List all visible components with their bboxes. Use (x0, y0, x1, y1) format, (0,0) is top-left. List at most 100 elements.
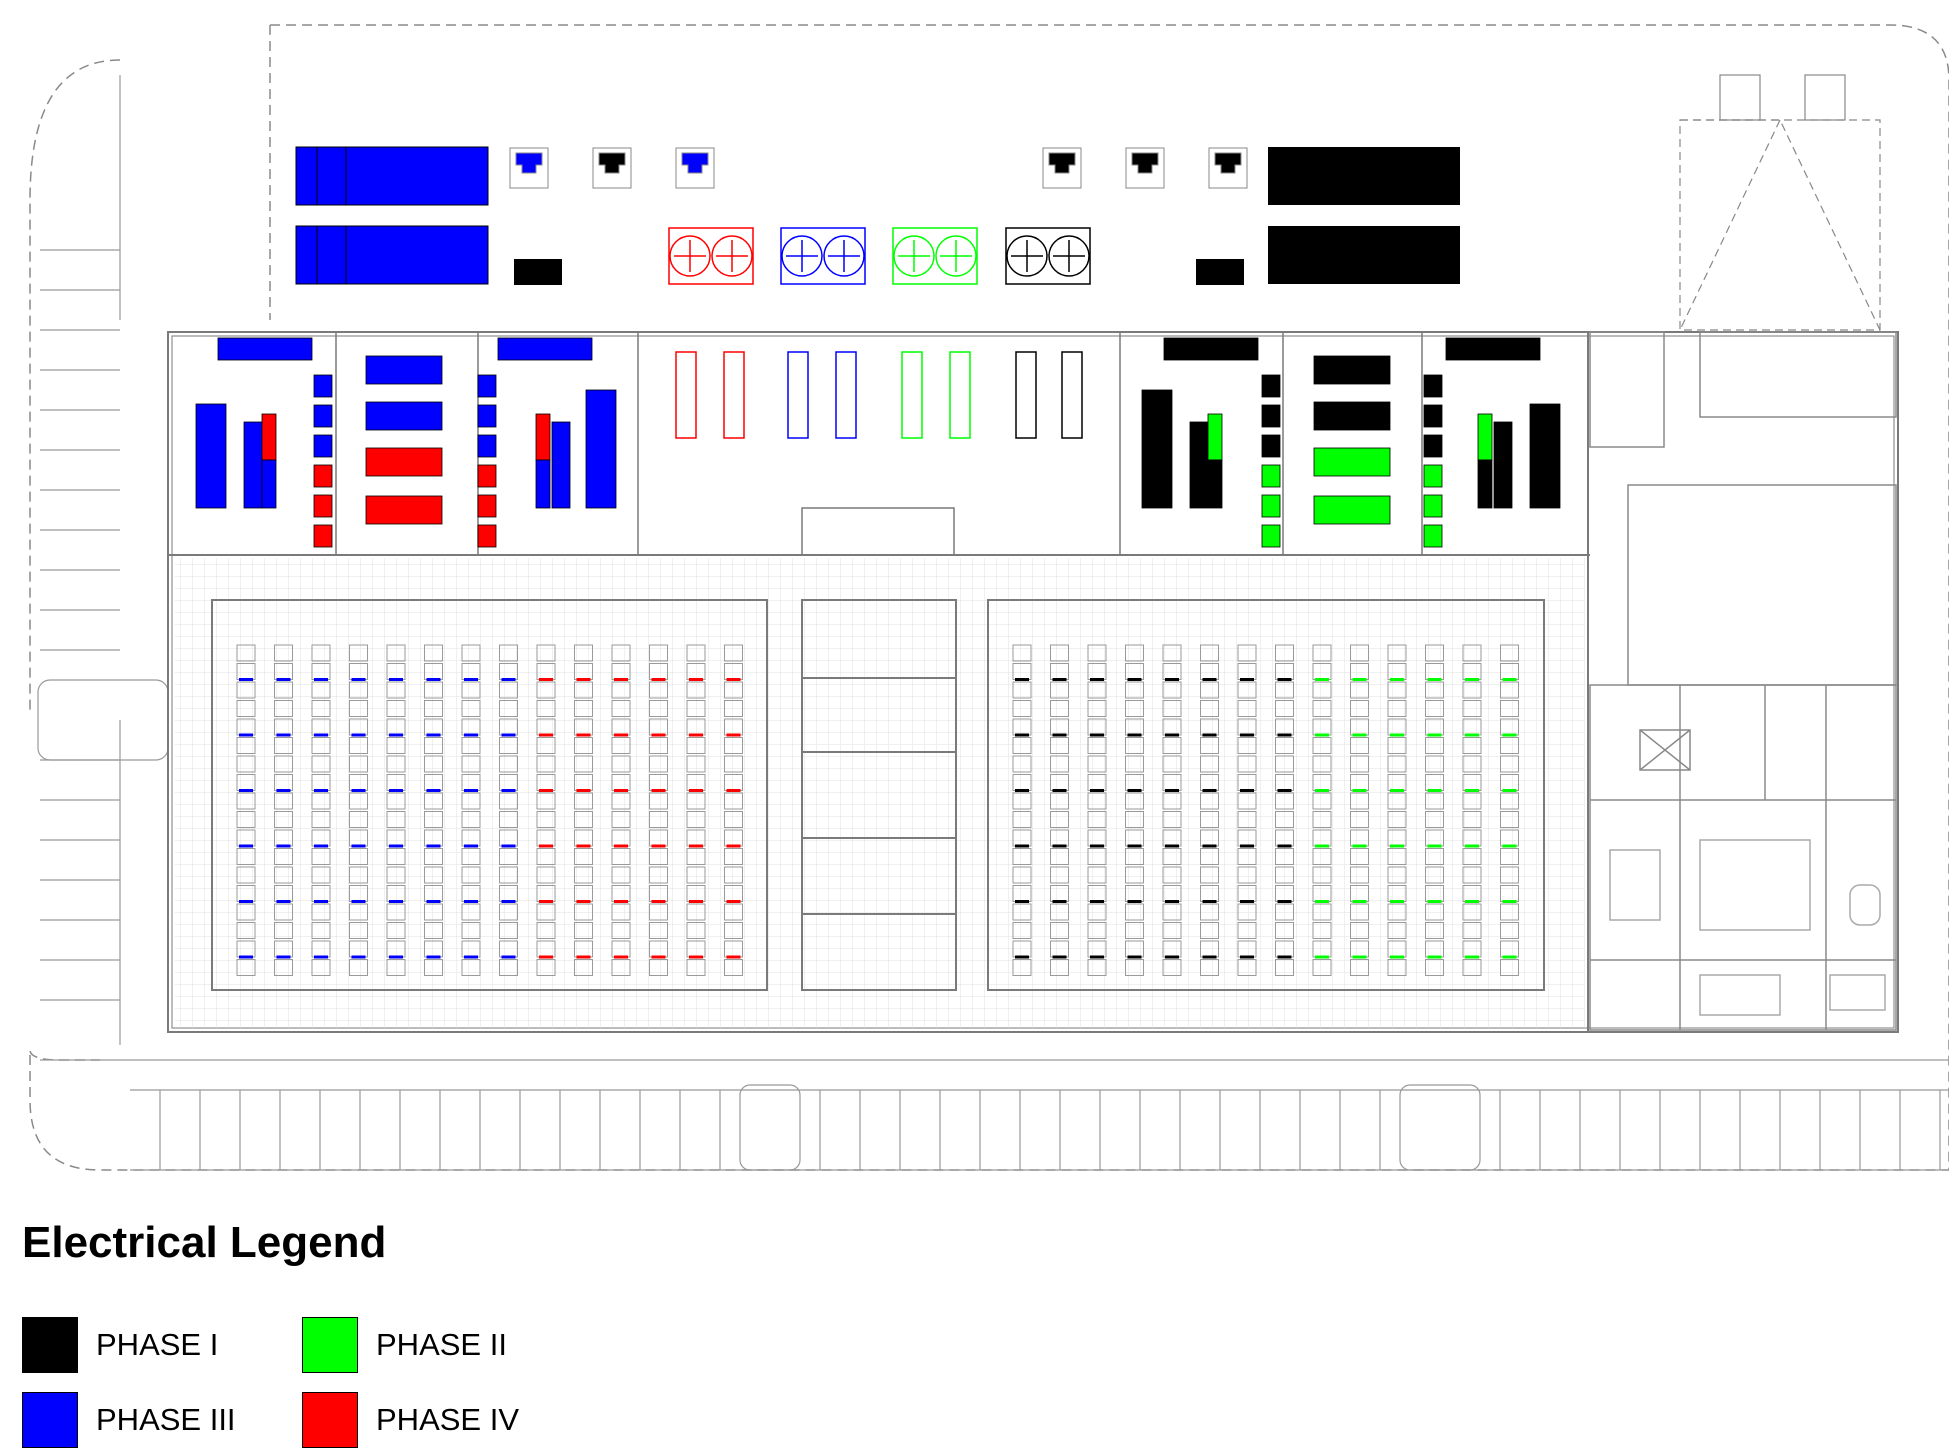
server-rack (274, 792, 293, 810)
server-rack (724, 644, 743, 662)
server-rack (1050, 755, 1069, 773)
server-rack (1125, 811, 1144, 828)
server-rack (1012, 866, 1032, 884)
server-rack (649, 866, 668, 884)
server-rack (1162, 644, 1182, 662)
server-rack (1200, 959, 1219, 976)
server-rack (1500, 755, 1519, 773)
server-rack (1050, 811, 1069, 828)
server-rack (536, 755, 556, 773)
server-rack (686, 792, 706, 810)
server-rack (1312, 866, 1332, 884)
server-rack (1350, 848, 1369, 865)
server-rack (1387, 737, 1407, 754)
server-rack (1387, 700, 1407, 717)
server-rack (1237, 903, 1257, 921)
server-rack (1050, 737, 1069, 754)
server-rack (724, 811, 743, 828)
server-rack (611, 681, 631, 699)
server-rack (1087, 681, 1107, 699)
server-rack (611, 903, 631, 921)
phase-4-label: PHASE IV (376, 1402, 519, 1437)
server-rack (1162, 922, 1182, 939)
server-rack (499, 848, 518, 865)
server-rack (499, 922, 518, 939)
server-rack (1312, 922, 1332, 939)
server-rack (686, 903, 706, 921)
server-rack (1350, 811, 1369, 828)
server-rack (311, 792, 331, 810)
server-rack (649, 959, 668, 976)
server-rack (1162, 755, 1182, 773)
server-rack (611, 922, 631, 939)
server-rack (311, 755, 331, 773)
server-rack (1200, 737, 1219, 754)
server-rack (1312, 811, 1332, 828)
server-rack (1087, 792, 1107, 810)
server-rack (1162, 848, 1182, 865)
server-rack (1125, 792, 1144, 810)
server-rack (611, 737, 631, 754)
server-rack (311, 737, 331, 754)
server-rack (1312, 792, 1332, 810)
server-rack (499, 737, 518, 754)
server-rack (1087, 755, 1107, 773)
server-rack (686, 811, 706, 828)
server-rack (1275, 922, 1294, 939)
server-rack (461, 681, 481, 699)
server-rack (1312, 700, 1332, 717)
server-rack (1012, 959, 1032, 976)
server-rack (386, 922, 406, 939)
server-rack (311, 700, 331, 717)
server-rack (424, 737, 443, 754)
server-rack (461, 700, 481, 717)
server-rack (1050, 644, 1069, 662)
office-area (1589, 331, 1897, 1031)
server-rack (499, 700, 518, 717)
server-rack (1275, 848, 1294, 865)
server-rack (686, 737, 706, 754)
server-rack (424, 811, 443, 828)
server-rack (574, 681, 593, 699)
server-rack (386, 644, 406, 662)
server-rack (1237, 792, 1257, 810)
server-rack (686, 848, 706, 865)
server-rack (311, 922, 331, 939)
server-rack (1162, 959, 1182, 976)
server-rack (611, 700, 631, 717)
server-rack (349, 903, 368, 921)
server-rack (236, 903, 256, 921)
server-rack (686, 959, 706, 976)
server-rack (1500, 792, 1519, 810)
server-rack (499, 866, 518, 884)
server-rack (686, 922, 706, 939)
server-rack (424, 866, 443, 884)
server-rack (1162, 792, 1182, 810)
server-rack (1387, 644, 1407, 662)
server-rack (649, 903, 668, 921)
electrical-rooms (335, 332, 1589, 556)
server-rack (1275, 903, 1294, 921)
parking-bottom (40, 1059, 1949, 1171)
server-rack (1087, 700, 1107, 717)
server-rack (536, 700, 556, 717)
server-rack (461, 848, 481, 865)
server-rack (1012, 755, 1032, 773)
server-rack (1087, 737, 1107, 754)
legend-title: Electrical Legend (22, 1218, 387, 1267)
server-rack (574, 903, 593, 921)
server-rack (311, 811, 331, 828)
server-rack (274, 848, 293, 865)
server-rack (1275, 681, 1294, 699)
server-rack (1087, 848, 1107, 865)
server-rack (1387, 681, 1407, 699)
server-rack (536, 848, 556, 865)
server-rack (1237, 866, 1257, 884)
server-rack (1012, 737, 1032, 754)
server-rack (311, 903, 331, 921)
server-rack (649, 700, 668, 717)
server-rack (1462, 700, 1482, 717)
server-rack (686, 644, 706, 662)
server-rack (236, 644, 256, 662)
phase-2-swatch (302, 1317, 358, 1373)
